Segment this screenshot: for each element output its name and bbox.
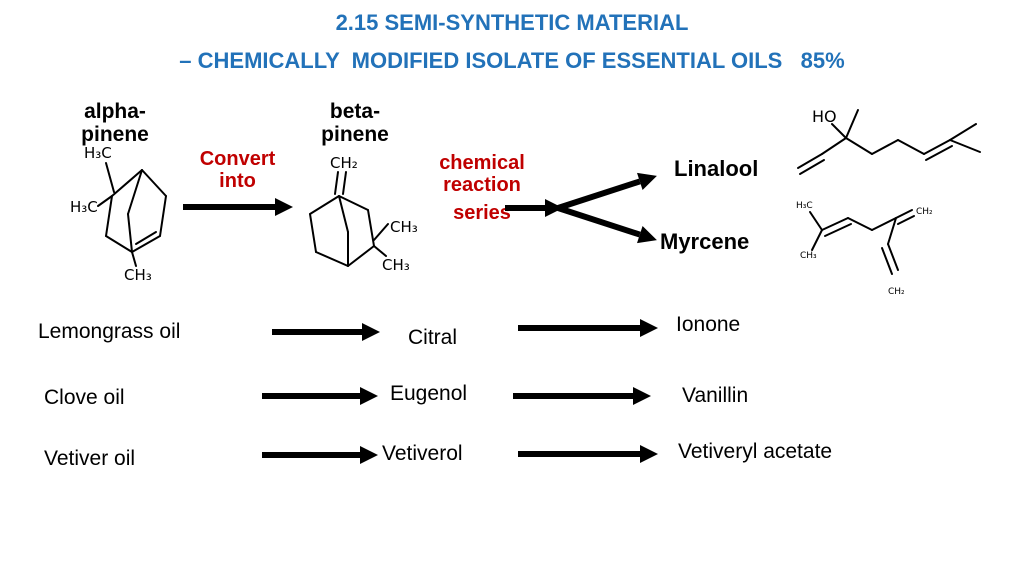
convert-into-label: Convert into — [185, 148, 290, 192]
arrow-shaft — [513, 393, 633, 399]
arrow-head — [275, 198, 293, 216]
row-intermediate-citral: Citral — [408, 326, 458, 349]
arrow-clove-to-eugenol — [262, 386, 378, 406]
formula-label: H₃C — [84, 144, 112, 162]
arrow-head — [637, 226, 660, 249]
reaction-label-line1: chemical — [439, 152, 525, 174]
beta-pinene-label: beta- pinene — [300, 100, 410, 146]
formula-label: CH₃ — [390, 218, 418, 236]
arrow-citral-to-ionone — [518, 318, 658, 338]
arrow-shaft — [557, 205, 641, 238]
slide-title-line2: – CHEMICALLY MODIFIED ISOLATE OF ESSENTI… — [179, 48, 845, 73]
arrow-shaft — [505, 205, 545, 211]
formula-label: CH₃ — [124, 266, 152, 284]
arrow-shaft — [518, 451, 640, 457]
formula-label: H₃C — [796, 201, 813, 211]
product-linalool: Linalool — [674, 156, 759, 181]
row-product-vanillin: Vanillin — [682, 384, 749, 407]
alpha-pinene-label: alpha- pinene — [55, 100, 175, 146]
arrow-head — [360, 446, 378, 464]
arrow-lemongrass-to-citral — [272, 322, 380, 342]
arrow-beta-to-products — [505, 198, 563, 218]
row-intermediate-eugenol: Eugenol — [390, 382, 468, 405]
convert-into-line2: into — [219, 170, 256, 192]
arrow-shaft — [272, 329, 362, 335]
formula-label: CH₂ — [916, 207, 933, 217]
alpha-pinene-structure: H₃C H₃C CH₃ — [70, 144, 167, 284]
arrow-head — [633, 387, 651, 405]
formula-label: CH₂ — [888, 287, 905, 297]
arrow-alpha-to-beta — [183, 197, 293, 217]
alpha-pinene-label-line1: alpha- — [84, 100, 146, 123]
arrow-to-myrcene — [555, 198, 660, 249]
formula-label: CH₃ — [382, 256, 410, 274]
arrow-head — [360, 387, 378, 405]
row-product-vetiveryl-acetate: Vetiveryl acetate — [678, 440, 833, 463]
row-product-ionone: Ionone — [676, 313, 741, 336]
formula-label: CH₃ — [800, 251, 817, 261]
row-source-vetiver-oil: Vetiver oil — [44, 447, 136, 470]
product-myrcene: Myrcene — [660, 229, 750, 254]
convert-into-line1: Convert — [199, 148, 276, 170]
beta-pinene-label-line1: beta- — [329, 100, 381, 123]
row-intermediate-vetiverol: Vetiverol — [382, 442, 463, 465]
beta-pinene-label-line2: pinene — [321, 123, 389, 146]
arrow-head — [640, 319, 658, 337]
myrcene-structure: H₃C CH₃ CH₂ CH₂ — [796, 201, 933, 297]
arrow-shaft — [262, 393, 360, 399]
beta-pinene-structure: CH₂ CH₃ CH₃ — [309, 154, 418, 274]
arrow-shaft — [183, 204, 275, 210]
row-source-clove-oil: Clove oil — [44, 386, 125, 409]
linalool-structure: HO — [797, 107, 981, 175]
alpha-pinene-label-line2: pinene — [81, 123, 149, 146]
reaction-label-line2: reaction — [443, 174, 521, 196]
arrow-vetiverol-to-acetate — [518, 444, 658, 464]
formula-label: CH₂ — [330, 154, 358, 172]
formula-label: H₃C — [70, 198, 98, 216]
arrow-shaft — [518, 325, 640, 331]
arrow-head — [637, 167, 660, 190]
arrow-head — [640, 445, 658, 463]
row-source-lemongrass-oil: Lemongrass oil — [38, 320, 181, 343]
arrow-head — [362, 323, 380, 341]
reaction-label-line3: series — [453, 202, 511, 224]
arrow-vetiver-to-vetiverol — [262, 445, 378, 465]
slide-title-line1: 2.15 SEMI-SYNTHETIC MATERIAL — [335, 10, 689, 35]
formula-label: HO — [812, 107, 837, 126]
chemical-reaction-series-label: chemical reaction series — [423, 152, 541, 224]
arrow-eugenol-to-vanillin — [513, 386, 651, 406]
arrow-shaft — [262, 452, 360, 458]
